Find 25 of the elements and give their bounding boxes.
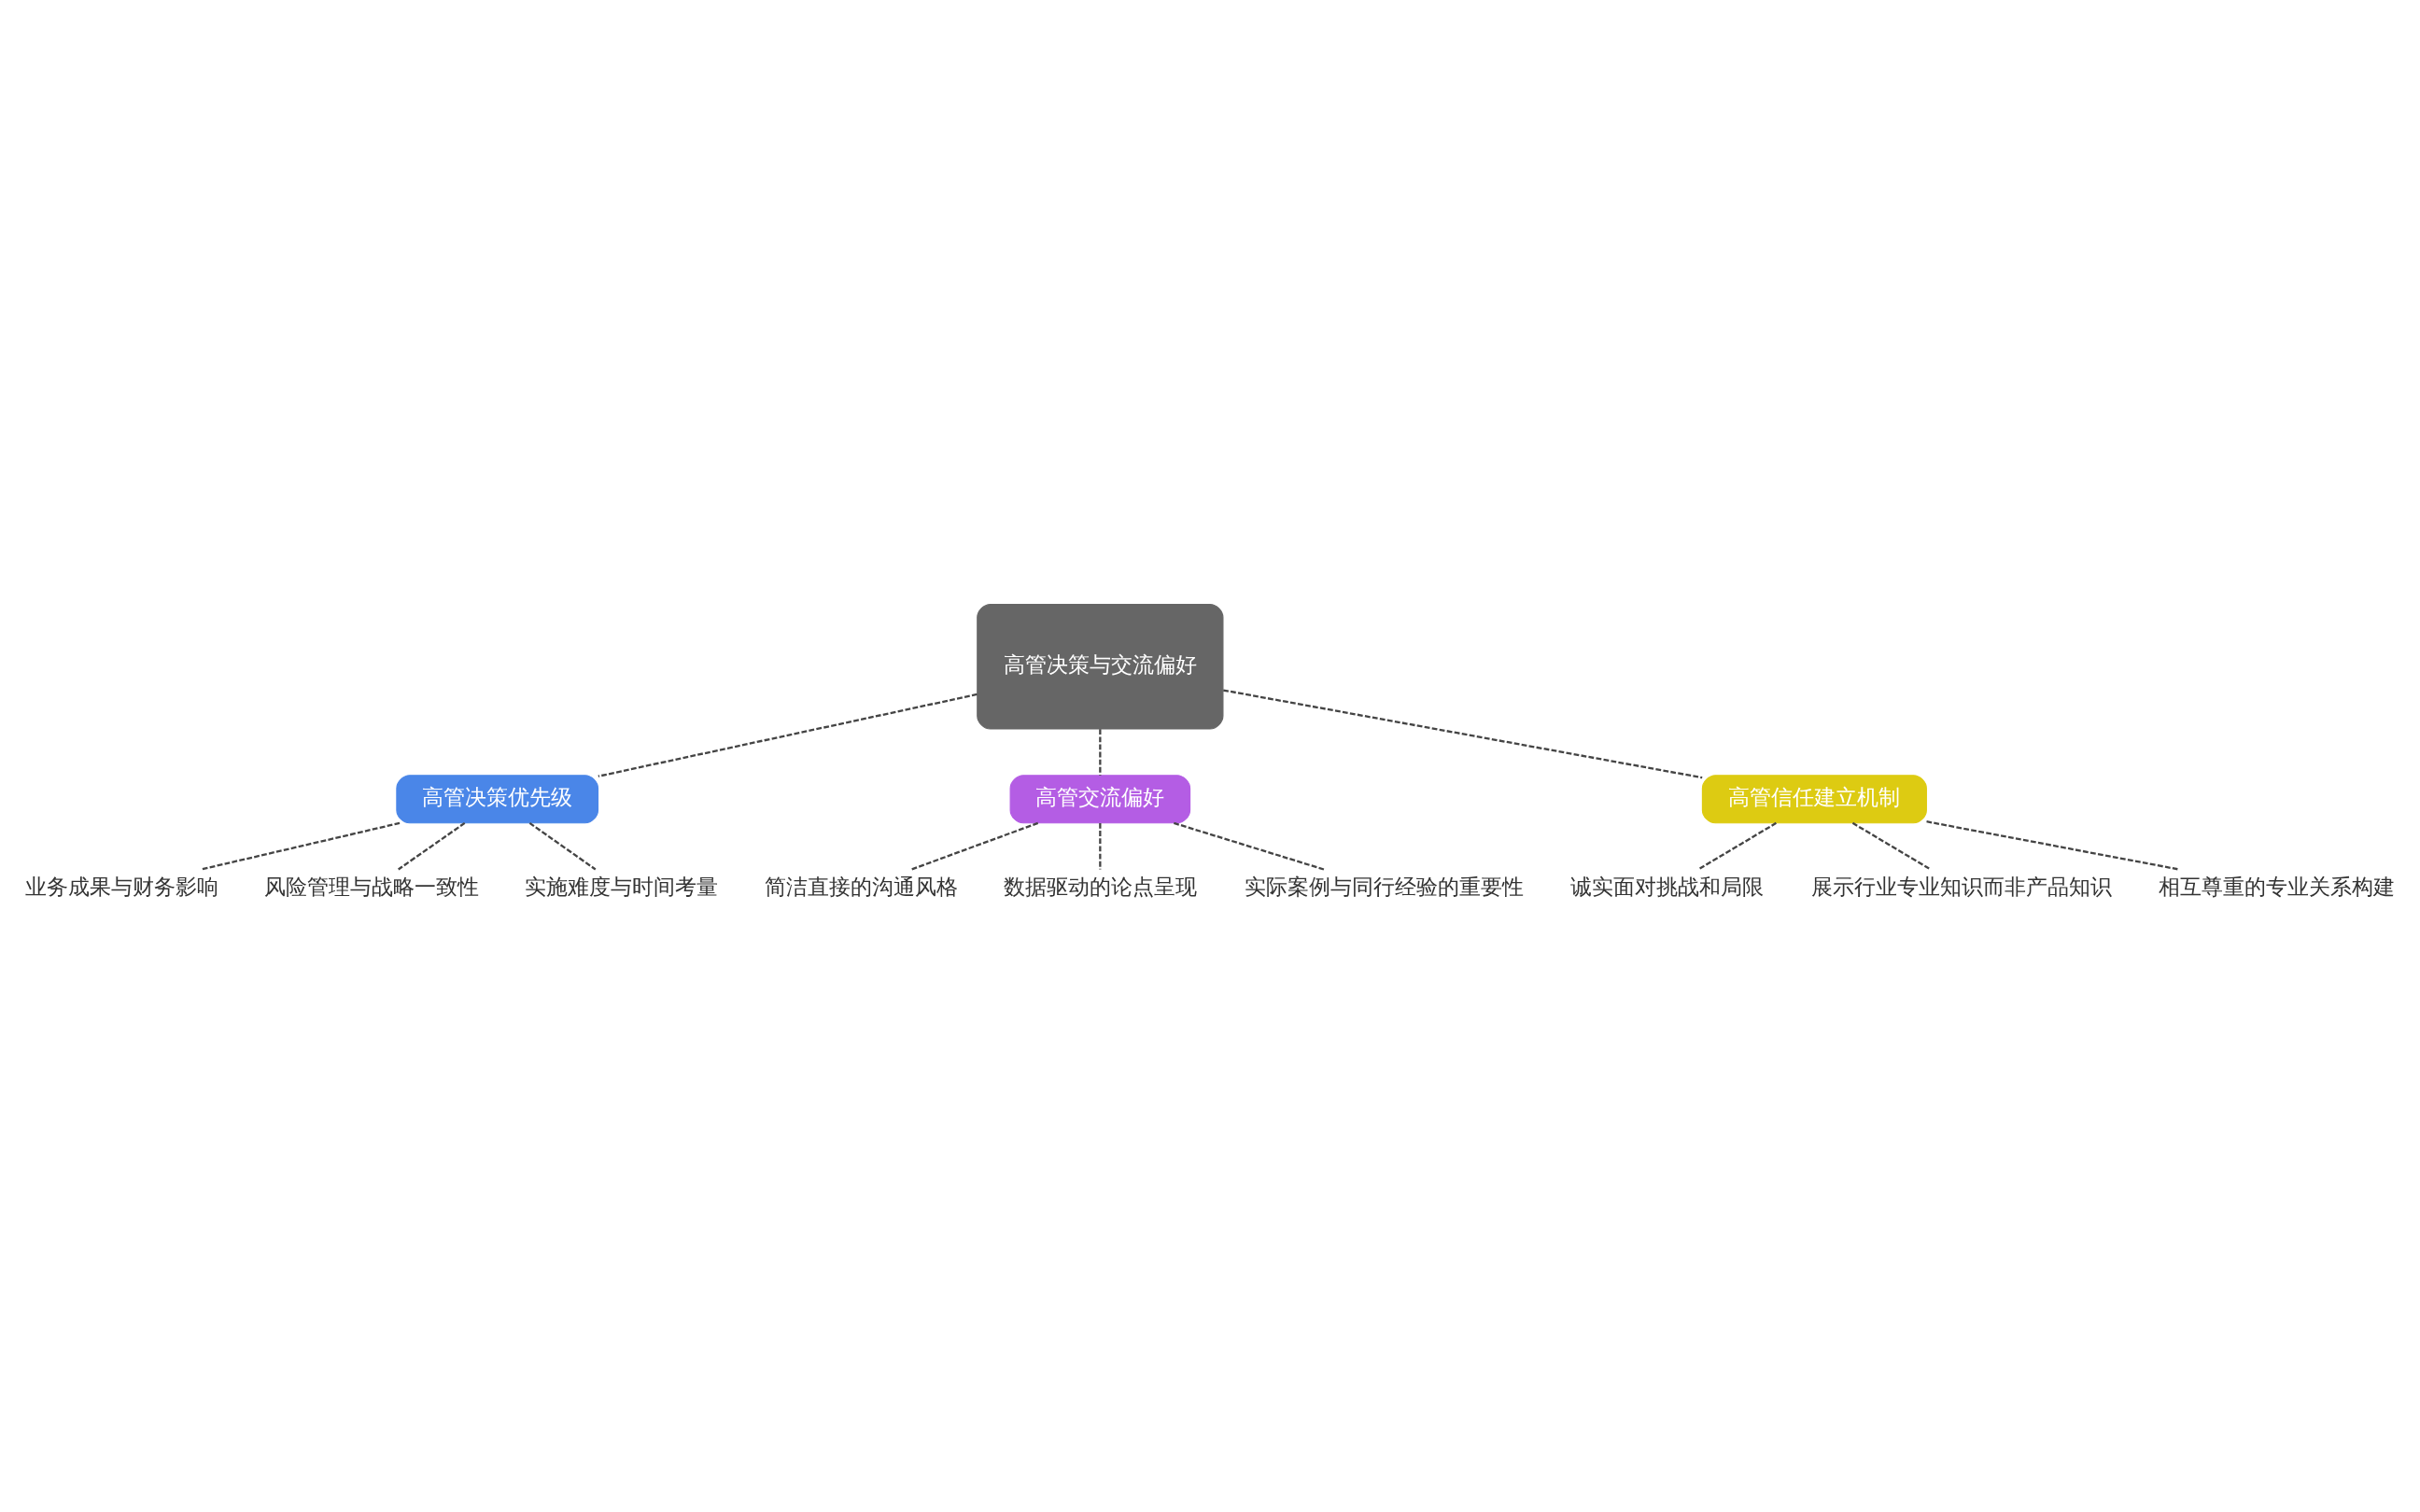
node-box: 高管交流偏好 — [1009, 774, 1191, 823]
node-text: 业务成果与财务影响 — [24, 873, 218, 899]
connector — [1099, 822, 1102, 870]
node-text: 风险管理与战略一致性 — [264, 873, 480, 899]
node-text: 简洁直接的沟通风格 — [764, 873, 958, 899]
node-box: 高管决策与交流偏好 — [977, 603, 1224, 730]
connector — [1697, 821, 1777, 870]
connector — [1926, 819, 2180, 871]
node-text: 数据驱动的论点呈现 — [1003, 873, 1197, 899]
connector — [1174, 821, 1325, 871]
connector — [1851, 821, 1932, 870]
node-text: 展示行业专业知识而非产品知识 — [1811, 873, 2113, 899]
node-text: 实施难度与时间考量 — [525, 873, 719, 899]
node-box: 高管信任建立机制 — [1701, 774, 1927, 823]
node-text: 相互尊重的专业关系构建 — [2158, 873, 2395, 899]
node-text: 实际案例与同行经验的重要性 — [1244, 873, 1524, 899]
node-text: 诚实面对挑战和局限 — [1570, 873, 1765, 899]
connector — [200, 821, 401, 871]
connector — [1223, 688, 1703, 778]
connector — [528, 821, 597, 870]
connector — [1099, 728, 1102, 776]
connector — [910, 821, 1039, 871]
connector — [398, 821, 466, 870]
node-box: 高管决策优先级 — [396, 774, 599, 823]
connector — [598, 693, 978, 777]
